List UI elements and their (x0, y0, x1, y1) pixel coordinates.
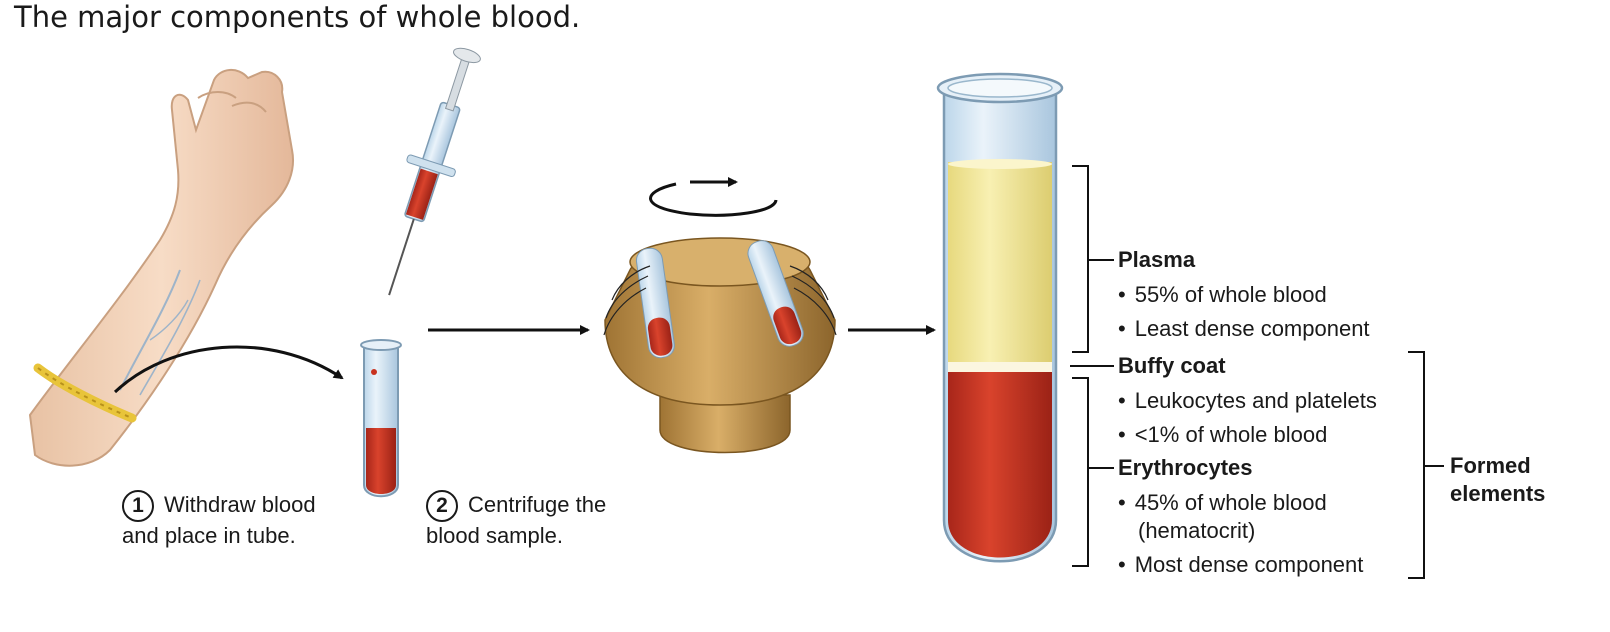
arm-illustration (28, 69, 294, 467)
figure-title: The major components of whole blood. (14, 0, 581, 34)
plasma-bracket (1072, 165, 1114, 353)
erythrocytes-fact-3: Most dense component (1118, 552, 1364, 578)
step-2-line2: blood sample. (426, 523, 563, 548)
step-1-line1: Withdraw blood (164, 491, 316, 517)
buffy-coat-fact-2: <1% of whole blood (1118, 422, 1328, 448)
erythrocytes-label: Erythrocytes (1118, 455, 1253, 480)
buffy-coat-layer (948, 362, 1052, 372)
buffy-coat-label: Buffy coat (1118, 353, 1226, 378)
erythrocytes-fact-2: (hematocrit) (1138, 518, 1256, 543)
erythrocyte-bracket (1072, 377, 1114, 567)
step-2-line1: Centrifuge the (468, 491, 607, 517)
erythrocytes-fact-1: 45% of whole blood (1118, 490, 1327, 516)
plasma-fact-1: 55% of whole blood (1118, 282, 1327, 308)
erythrocyte-layer (948, 372, 1052, 558)
step-1-label: 1 Withdraw blood and place in tube. (122, 490, 316, 550)
arrow-arm-to-tube (113, 345, 344, 394)
rotation-arrow (649, 177, 778, 217)
centrifuge-illustration (603, 237, 837, 454)
formed-elements-line1: Formed (1450, 453, 1531, 478)
step-2-label: 2 Centrifuge the blood sample. (426, 490, 606, 550)
step-1-number: 1 (122, 490, 154, 522)
buffy-coat-fact-1: Leukocytes and platelets (1118, 388, 1377, 414)
test-tube-large (936, 72, 1064, 563)
syringe-illustration (388, 47, 481, 296)
component-brackets (1070, 165, 1444, 579)
formed-elements-line2: elements (1450, 481, 1546, 506)
formed-elements-bracket (1408, 351, 1444, 579)
step-1-line2: and place in tube. (122, 523, 296, 548)
test-tube-small (360, 339, 402, 498)
plasma-label: Plasma (1118, 247, 1196, 272)
plasma-layer (948, 162, 1052, 362)
plasma-fact-2: Least dense component (1118, 316, 1370, 342)
step-2-number: 2 (426, 490, 458, 522)
